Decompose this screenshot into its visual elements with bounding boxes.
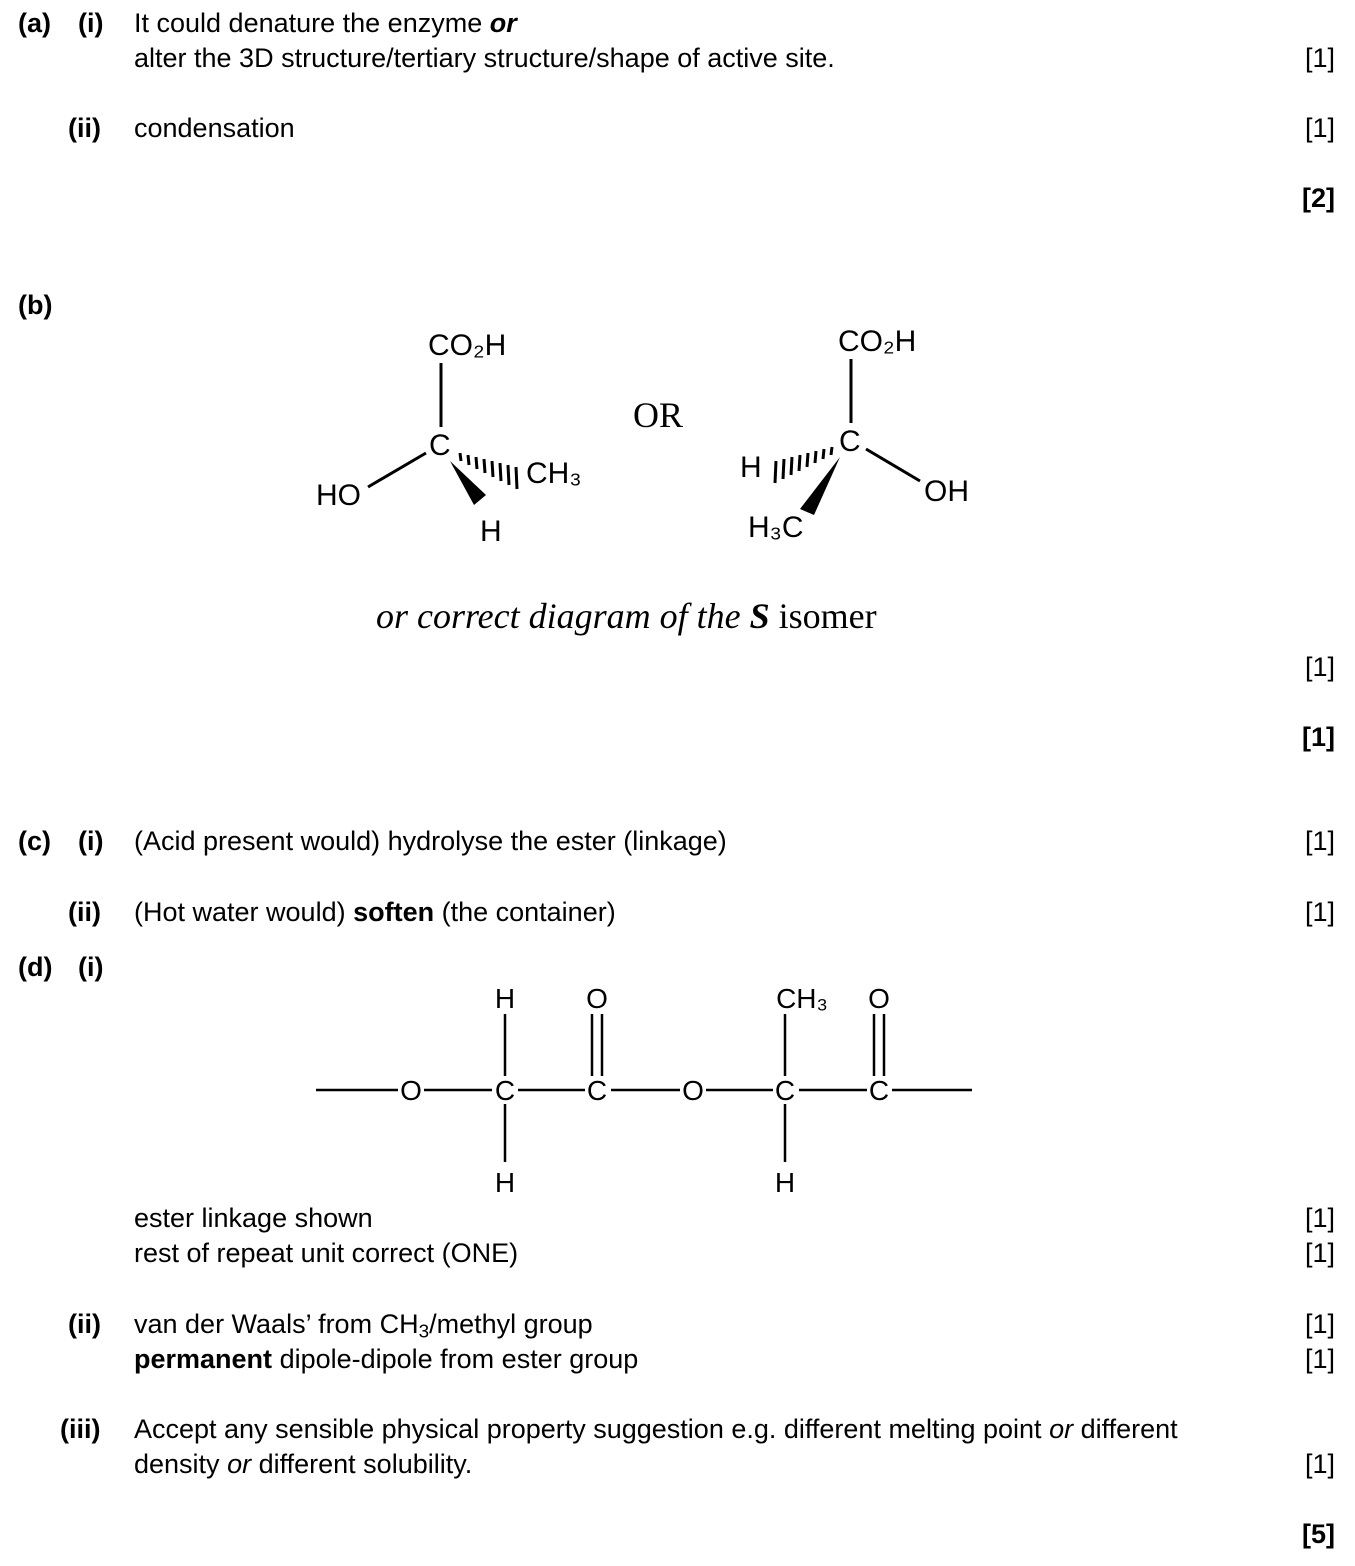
vertical-bonds [503, 1014, 886, 1162]
molecule-2: CO₂H C OH H H₃C [740, 325, 969, 544]
part-d-iii-line2-or: or [227, 1449, 252, 1479]
part-b-total: [1] [1302, 722, 1335, 752]
part-c-ii-post: (the container) [441, 897, 616, 927]
part-a-i-line2: alter the 3D structure/tertiary structur… [134, 43, 835, 73]
top-o2: O [868, 983, 890, 1014]
part-d-label: (d) [18, 952, 53, 982]
part-b-mark: [1] [1304, 652, 1335, 682]
molecule-1: CO₂H C HO CH₃ H [316, 329, 582, 548]
backbone-atoms: O C C O C C [400, 1075, 889, 1106]
mol1-center: C [429, 429, 451, 462]
part-a-ii-mark: [1] [1304, 113, 1335, 143]
part-c-ii-label: (ii) [68, 897, 101, 927]
bottom-h2: H [775, 1167, 795, 1198]
mol1-left: HO [316, 479, 361, 512]
part-a-label: (a) [18, 8, 51, 38]
part-d-ii-line1: van der Waals’ from CH3/methyl group [134, 1309, 593, 1342]
bottom-substituents: H H [495, 1167, 795, 1198]
mol1-top: CO₂H [428, 329, 506, 362]
part-d-iii-line2: density or different solubility. [134, 1451, 472, 1478]
mol1-hashed-bond [458, 452, 519, 490]
mol2-bond-right [865, 447, 921, 483]
bottom-h1: H [495, 1167, 515, 1198]
part-d-iii-label: (iii) [60, 1414, 101, 1444]
top-ch3: CH₃ [776, 983, 828, 1014]
mol1-bond-left [367, 451, 427, 489]
mol1-right: CH₃ [526, 457, 582, 490]
part-a-i-label: (i) [78, 8, 104, 38]
part-d-ii-line1-pre: van der Waals’ from CH [134, 1309, 419, 1339]
part-c-ii-mark: [1] [1304, 897, 1335, 927]
part-b-caption-end: isomer [778, 596, 877, 636]
part-a-i-or: or [489, 8, 517, 38]
part-b-caption-italic: or correct diagram of the [376, 596, 741, 636]
top-o1: O [586, 983, 608, 1014]
atom-c2: C [587, 1075, 607, 1106]
top-substituents: H O CH₃ O [495, 983, 890, 1014]
mol2-center: C [839, 425, 861, 458]
mol1-bottom: H [480, 515, 502, 548]
part-d-i-line1: ester linkage shown [134, 1203, 373, 1233]
part-d-i-mark2: [1] [1304, 1238, 1335, 1268]
atom-o2: O [682, 1075, 704, 1106]
mol2-wedge-bond [800, 457, 840, 515]
part-d-iii-mark: [1] [1304, 1449, 1335, 1479]
part-b-label: (b) [18, 290, 53, 320]
mol2-hashed-bond [773, 446, 834, 484]
part-a-i-mark: [1] [1304, 43, 1335, 73]
part-d-ii-line2-post: dipole-dipole from ester group [279, 1344, 639, 1374]
mol2-top: CO₂H [838, 325, 916, 358]
part-c-ii-pre: (Hot water would) [134, 897, 346, 927]
mol2-right: OH [924, 475, 969, 508]
repeat-unit-structure: O C C O C C H O CH₃ O H H [316, 983, 972, 1198]
part-d-iii-line2-pre: density [134, 1449, 220, 1479]
atom-o1: O [400, 1075, 422, 1106]
part-b-caption: or correct diagram of the S isomer [376, 598, 877, 634]
atom-c3: C [775, 1075, 795, 1106]
part-d-iii-line1: Accept any sensible physical property su… [134, 1416, 1178, 1443]
part-d-iii-line2-post: different solubility. [258, 1449, 473, 1479]
part-c-ii-text: (Hot water would) soften (the container) [134, 899, 616, 926]
part-d-i-mark1: [1] [1304, 1203, 1335, 1233]
atom-c4: C [869, 1075, 889, 1106]
part-d-i-line2: rest of repeat unit correct (ONE) [134, 1238, 519, 1268]
lactic-acid-structures: CO₂H C HO CH₃ H OR CO₂H C OH [316, 325, 969, 548]
top-h: H [495, 983, 515, 1014]
part-d-iii-line1-pre: Accept any sensible physical property su… [134, 1414, 1042, 1444]
part-a-total: [2] [1302, 183, 1335, 213]
part-d-ii-label: (ii) [68, 1309, 101, 1339]
part-d-ii-line2-bold: permanent [134, 1344, 273, 1374]
part-d-total: [5] [1302, 1519, 1335, 1549]
part-c-i-text: (Acid present would) hydrolyse the ester… [134, 826, 727, 856]
part-d-ii-line1-post: /methyl group [429, 1309, 593, 1339]
part-c-i-label: (i) [78, 826, 104, 856]
mol2-left: H [740, 451, 762, 484]
part-a-ii-label: (ii) [68, 113, 101, 143]
part-b-caption-s: S [749, 596, 770, 636]
part-a-ii-text: condensation [134, 113, 295, 143]
part-d-iii-line1-or: or [1049, 1414, 1074, 1444]
part-c-ii-bold: soften [353, 897, 435, 927]
part-d-ii-mark1: [1] [1304, 1309, 1335, 1339]
part-c-label: (c) [18, 826, 51, 856]
or-text: OR [633, 395, 683, 435]
part-d-ii-line1-sub: 3 [418, 1321, 430, 1343]
mol2-bottom: H₃C [748, 511, 804, 544]
part-c-i-mark: [1] [1304, 826, 1335, 856]
part-d-ii-line2: permanent dipole-dipole from ester group [134, 1346, 638, 1373]
part-d-ii-mark2: [1] [1304, 1344, 1335, 1374]
part-a-i-line1-text: It could denature the enzyme [134, 8, 483, 38]
part-d-iii-line1-post: different [1080, 1414, 1178, 1444]
atom-c1: C [495, 1075, 515, 1106]
part-d-i-label: (i) [78, 952, 104, 982]
part-a-i-line1: It could denature the enzyme or [134, 10, 517, 37]
mol1-wedge-bond [450, 461, 486, 505]
